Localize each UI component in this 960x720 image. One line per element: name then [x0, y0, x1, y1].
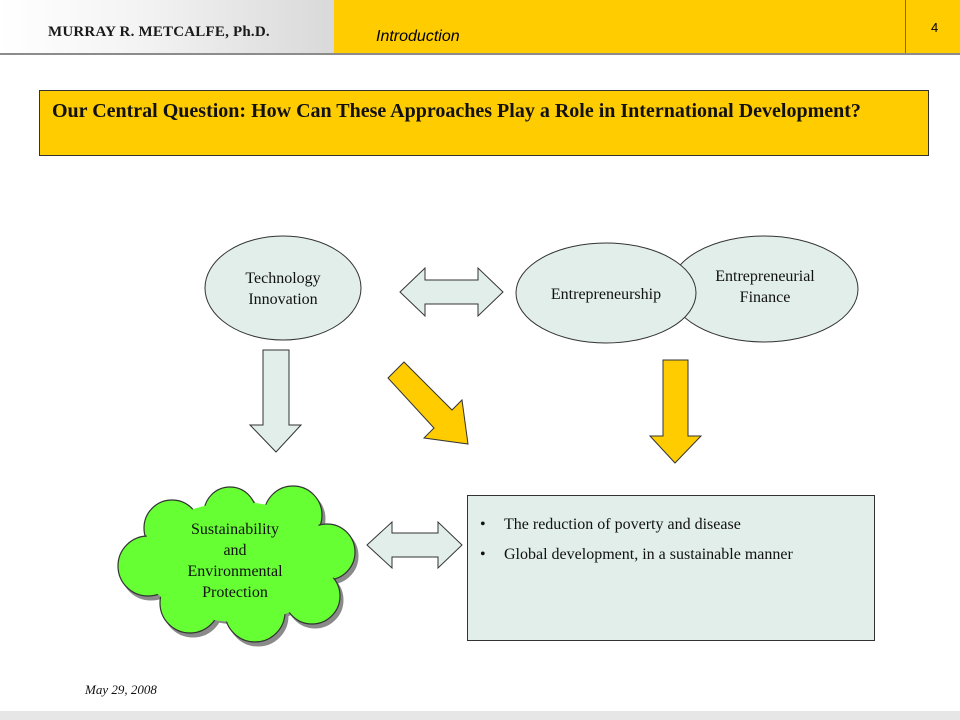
diagonal-arrow-yellow	[387, 361, 469, 445]
double-arrow-bottom	[366, 520, 463, 570]
central-question-box: Our Central Question: How Can These Appr…	[39, 90, 929, 156]
technology-innovation-node	[204, 235, 362, 341]
entrepreneurial-finance-label: Entrepreneurial Finance	[715, 268, 815, 306]
bottom-bar	[0, 711, 960, 720]
central-question: Our Central Question: How Can These Appr…	[52, 100, 861, 122]
page-number: 4	[931, 20, 939, 35]
development-outcomes-box: The reduction of poverty and disease Glo…	[467, 495, 875, 641]
page-number-box	[905, 0, 960, 53]
author-name: MURRAY R. METCALFE, Ph.D.	[48, 24, 270, 40]
technology-innovation-label: Technology Innovation	[245, 270, 321, 308]
entrepreneurship-label: Entrepreneurship	[550, 286, 662, 303]
outcome-item: The reduction of poverty and disease	[480, 514, 860, 536]
down-arrow-finance	[648, 359, 703, 464]
double-arrow-top	[399, 266, 504, 318]
outcomes-list: The reduction of poverty and disease Glo…	[480, 514, 860, 574]
footer-date: May 29, 2008	[85, 682, 157, 697]
header-section-panel	[334, 0, 960, 55]
entrepreneurship-node	[515, 242, 697, 344]
sustainability-label: Sustainability and Environmental Protect…	[187, 521, 283, 601]
outcome-item: Global development, in a sustainable man…	[480, 544, 860, 566]
down-arrow-technology	[248, 349, 303, 453]
header-author-panel: MURRAY R. METCALFE, Ph.D.	[0, 0, 334, 55]
section-title: Introduction	[376, 28, 460, 45]
